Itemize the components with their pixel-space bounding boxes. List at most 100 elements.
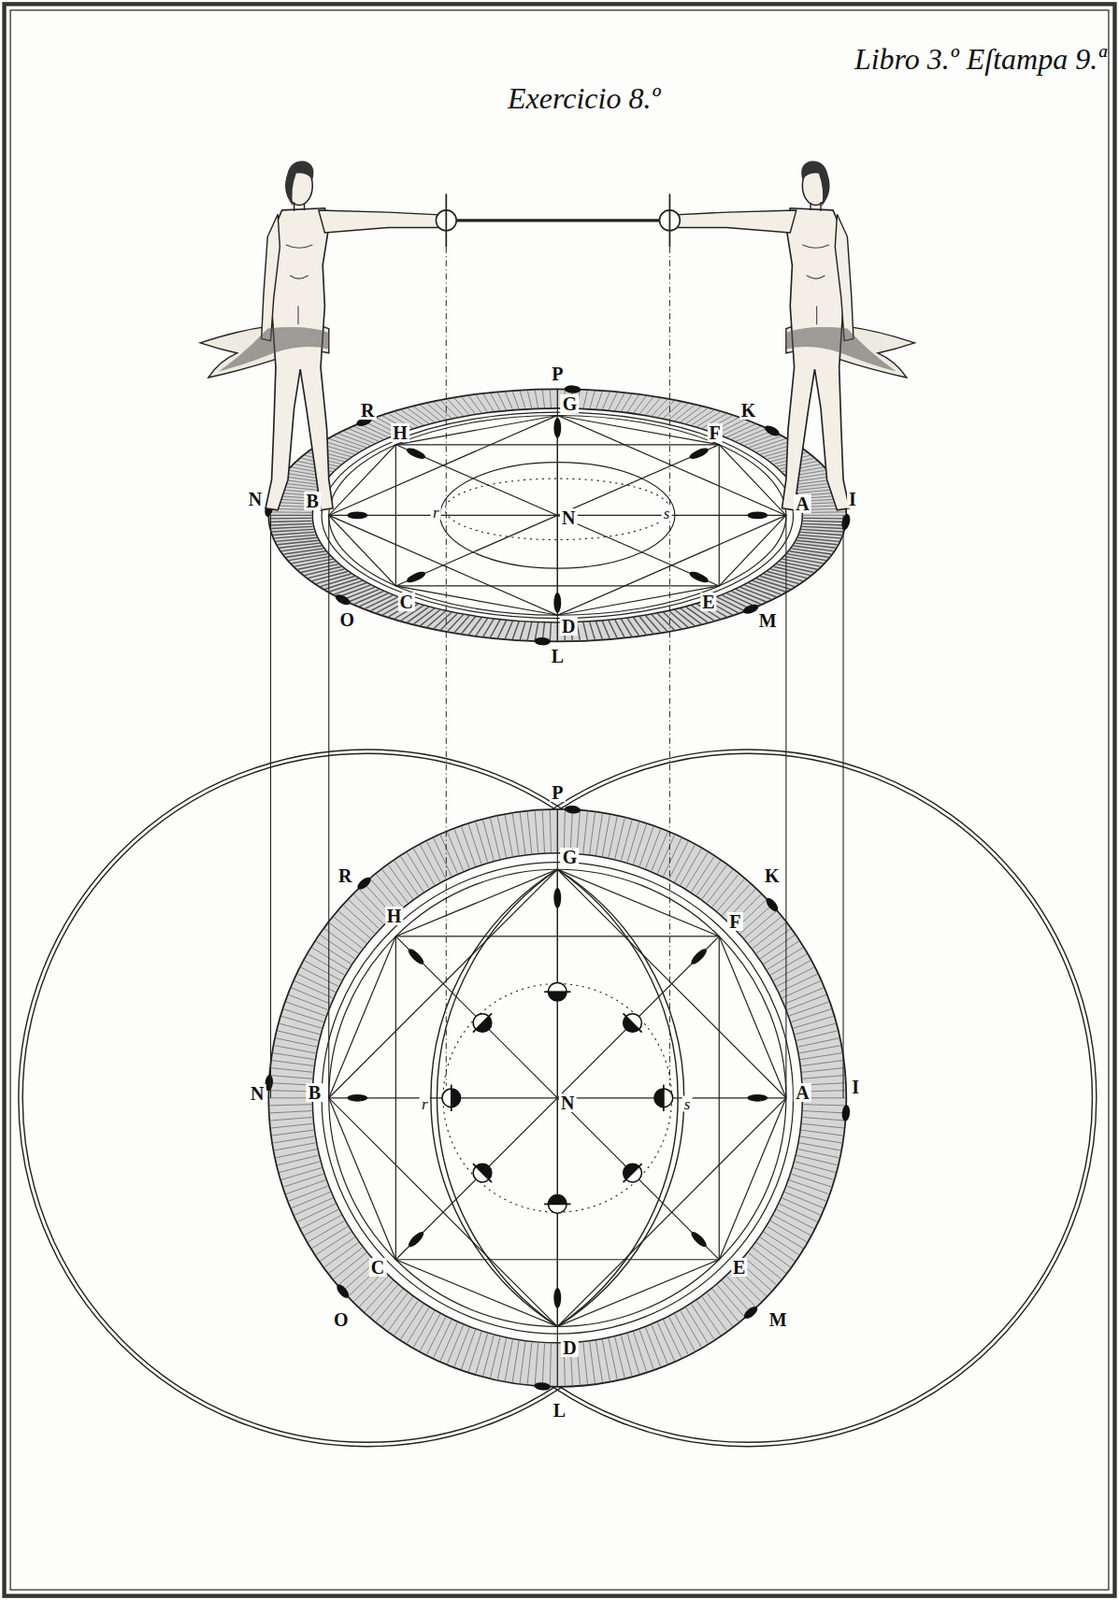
drawing-part: [608, 392, 617, 411]
drawing-part: [283, 1174, 324, 1188]
drawing-part: [663, 401, 682, 419]
drawing-part: [427, 402, 446, 419]
drawing-part: [512, 814, 519, 856]
drawing-part: [274, 1046, 316, 1054]
drawing-part: [589, 813, 596, 855]
drawing-part: [801, 529, 843, 532]
drawing-part: [270, 511, 313, 514]
drawing-part: [639, 616, 654, 634]
point-letter: H: [390, 423, 410, 443]
drawing-part: [645, 829, 661, 869]
point-letter: N: [559, 1093, 576, 1113]
point-letter: C: [397, 592, 415, 612]
drawing-part: [802, 1123, 845, 1129]
drawing-part: [433, 401, 452, 419]
drawing-part: [800, 531, 842, 535]
point-letter: O: [331, 1310, 351, 1330]
drawing-part: [466, 1007, 499, 1040]
drawing-part: [297, 974, 335, 992]
drawing-part: [547, 1195, 567, 1206]
drawing-part: [553, 888, 561, 909]
drawing-part: [563, 810, 565, 853]
point-letter: R: [336, 866, 354, 886]
drawing-part: [279, 1023, 320, 1035]
projection-line: [328, 515, 330, 1098]
point-letter: I: [846, 489, 859, 509]
drawing-part: [270, 1111, 313, 1114]
drawing-part: [405, 1230, 426, 1250]
drawing-part: [657, 1322, 675, 1362]
drawing-part: [468, 824, 482, 865]
drawing-part: [281, 1168, 322, 1181]
fencer-figure: [200, 160, 449, 511]
drawing-part: [589, 621, 596, 640]
drawing-part: [801, 1061, 843, 1067]
drawing-part: [665, 210, 797, 233]
ring-band: [268, 809, 847, 1388]
drawing-part: [454, 1327, 470, 1367]
drawing-part: [446, 399, 463, 417]
drawing-part: [542, 1344, 545, 1387]
drawing-part: [534, 811, 539, 854]
drawing-part: [553, 592, 561, 614]
drawing-part: [272, 1061, 314, 1067]
drawing-part: [281, 1016, 322, 1029]
drawing-part: [270, 1104, 313, 1106]
drawing-part: [270, 517, 313, 520]
drawing-part: [787, 994, 827, 1010]
drawing-part: [803, 1104, 846, 1106]
drawing-part: [269, 1097, 312, 1099]
drawing-part: [602, 391, 610, 410]
drawing-part: [762, 423, 781, 439]
drawing-part: [275, 1038, 317, 1048]
drawing-part: [802, 244, 829, 325]
drawing-part: [563, 804, 581, 815]
drawing-part: [291, 988, 330, 1005]
drawing-part: [608, 1338, 617, 1380]
drawing-part: [787, 554, 827, 561]
point-letter: C: [369, 1258, 387, 1277]
drawing-part: [542, 810, 545, 853]
drawing-part: [802, 1068, 845, 1074]
drawing-part: [413, 848, 434, 886]
drawing-part: [270, 1117, 313, 1121]
drawing-part: [799, 1046, 841, 1054]
drawing-part: [406, 852, 429, 889]
drawing-part: [583, 390, 589, 409]
drawing-part: [283, 1009, 324, 1023]
drawing-part: [468, 1332, 482, 1373]
drawing-part: [404, 445, 427, 461]
drawing-part: [583, 812, 589, 855]
drawing-part: [497, 817, 506, 859]
point-letter: F: [706, 423, 722, 443]
drawing-part: [413, 406, 434, 423]
drawing-part: [802, 526, 845, 529]
point-letter: D: [559, 616, 577, 636]
point-letter: R: [358, 401, 376, 420]
drawing-part: [639, 827, 654, 867]
octagon-lines: [329, 388, 787, 642]
drawing-part: [271, 526, 314, 529]
drawing-part: [789, 551, 829, 559]
drawing-part: [308, 954, 345, 976]
drawing-part: [274, 1143, 316, 1151]
drawing-part: [286, 244, 313, 325]
drawing-part: [446, 615, 463, 632]
drawing-part: [544, 1195, 571, 1215]
drawing-part: [433, 612, 452, 630]
drawing-part: [620, 819, 632, 861]
drawing-part: [549, 622, 551, 642]
drawing-part: [544, 990, 571, 993]
drawing-part: [680, 848, 702, 886]
drawing-part: [435, 193, 680, 247]
drawing-part: [444, 193, 447, 247]
drawing-part: [469, 1010, 496, 1037]
drawing-part: [534, 622, 539, 642]
drawing-part: [651, 615, 668, 632]
drawing-part: [405, 946, 426, 967]
drawing-part: [308, 1220, 345, 1242]
drawing-part: [798, 1038, 840, 1048]
drawing-part: [504, 391, 513, 410]
drawing-part: [663, 1319, 682, 1358]
drawing-part: [527, 622, 532, 641]
